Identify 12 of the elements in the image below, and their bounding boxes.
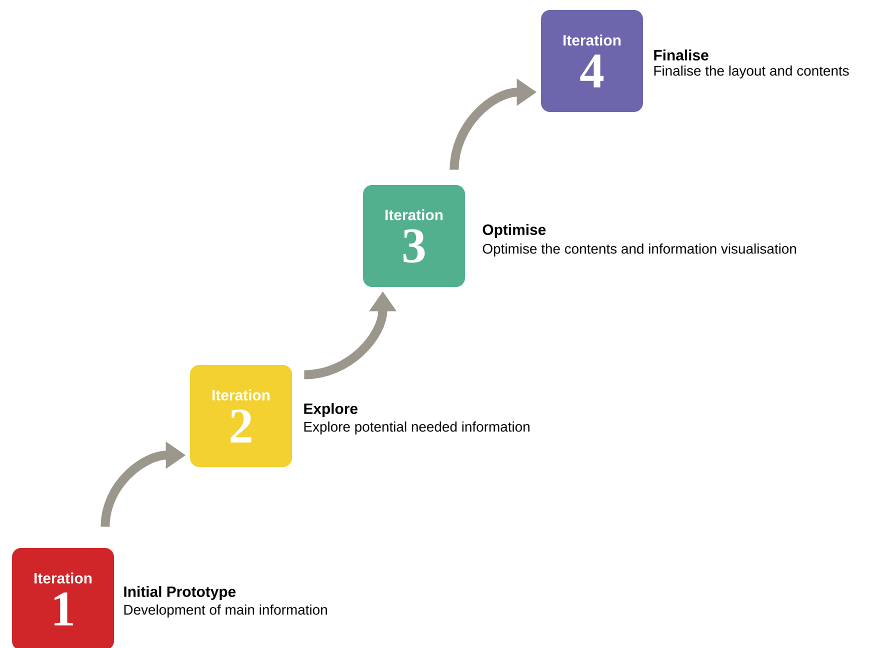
step-heading: Initial Prototype	[124, 586, 236, 600]
step-description: Explore potential needed information	[304, 421, 530, 434]
iteration-box: Iteration 4	[541, 10, 643, 112]
step-description: Development of main information	[124, 604, 327, 618]
iteration-box: Iteration 3	[363, 184, 465, 287]
step-description: Optimise the contents and information visualisation	[482, 243, 796, 256]
iteration-box: Iteration 1	[12, 548, 114, 648]
step-heading: Finalise	[654, 50, 708, 60]
step-heading: Optimise	[482, 224, 546, 238]
iteration-box: Iteration 2	[190, 364, 292, 467]
step-description: Finalise the layout and contents	[654, 65, 849, 78]
step-heading: Explore	[304, 403, 358, 417]
